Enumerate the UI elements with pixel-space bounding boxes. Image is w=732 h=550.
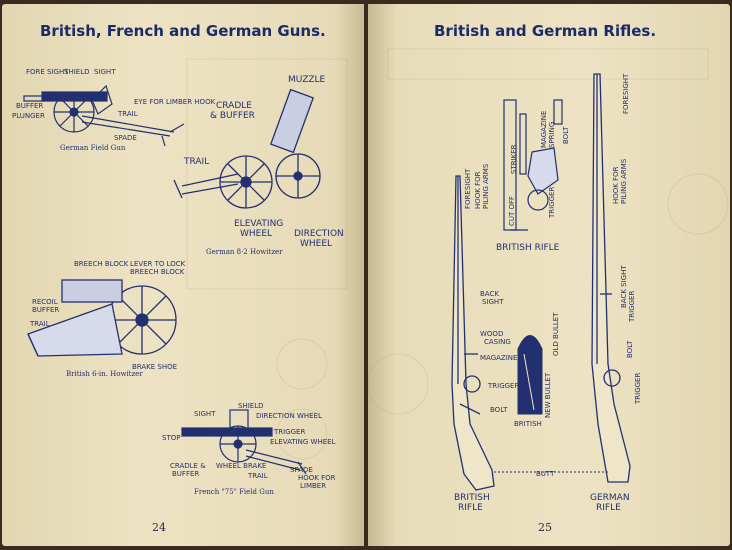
label-fore-sight: FORE SIGHT	[26, 68, 69, 76]
label-plunger: PLUNGER	[12, 112, 45, 120]
label-direction-wheel-75: DIRECTION WHEEL	[256, 412, 322, 420]
british-howitzer-drawing	[27, 279, 177, 357]
german-howitzer-drawing	[173, 88, 321, 209]
label-german-foresight: FORESIGHT	[622, 73, 630, 114]
left-page: British, French and German Guns.	[2, 4, 364, 546]
german-rifle-drawing	[591, 73, 631, 483]
right-page-number: 25	[538, 521, 552, 534]
caption-german-field-gun: German Field Gun	[60, 144, 126, 152]
label-hook-for: HOOK FOR	[298, 474, 336, 482]
label-trail-75: TRAIL	[247, 472, 268, 480]
french-75-labels: SIGHT SHIELD DIRECTION WHEEL STOP TRIGGE…	[162, 402, 336, 496]
label-and-buffer: & BUFFER	[210, 111, 255, 121]
label-direction: DIRECTION	[294, 229, 344, 239]
label-new-bullet: NEW BULLET	[544, 372, 552, 418]
caption-british-rifle-1: BRITISH	[454, 493, 490, 503]
label-trail-howitzer: TRAIL	[183, 157, 209, 167]
label-shield: SHIELD	[64, 68, 89, 76]
label-wheel-brake: WHEEL BRAKE	[216, 462, 266, 470]
label-german-trigger-upper: TRIGGER	[628, 291, 636, 323]
label-trail: TRAIL	[117, 110, 138, 118]
label-lever-breech-block: BREECH BLOCK	[130, 268, 185, 276]
label-british-sight: SIGHT	[482, 298, 504, 306]
label-elevating: ELEVATING	[234, 219, 283, 229]
label-breech-block: BREECH BLOCK	[74, 260, 129, 268]
label-buffer-75: BUFFER	[172, 470, 199, 478]
label-cradle-75: CRADLE &	[170, 462, 206, 470]
label-british-hook-for: HOOK FOR	[474, 171, 482, 209]
label-sight: SIGHT	[94, 68, 116, 76]
rifles-illustrations: FORESIGHT HOOK FOR PILING ARMS BACK SIGH…	[368, 48, 729, 513]
label-trail-british: TRAIL	[29, 320, 50, 328]
german-field-gun-labels: FORE SIGHT SHIELD SIGHT BUFFER PLUNGER T…	[12, 68, 216, 152]
label-detail-bolt: BOLT	[562, 126, 570, 144]
bolt-detail-labels: STRIKER BOLT MAGAZINE SPRING TRIGGER CUT…	[496, 111, 570, 253]
label-british-back: BACK	[480, 290, 499, 298]
label-british-bolt: BOLT	[490, 406, 508, 414]
label-spade: SPADE	[114, 134, 137, 142]
label-muzzle: MUZZLE	[288, 75, 326, 85]
label-direction-wheel: WHEEL	[300, 239, 332, 249]
label-cradle: CRADLE	[216, 101, 252, 111]
french-75-drawing	[181, 409, 307, 475]
label-elevating-wheel: WHEEL	[240, 229, 272, 239]
label-old-bullet: OLD BULLET	[552, 312, 560, 356]
caption-german-rifle-2: RIFLE	[596, 503, 621, 513]
label-casing: CASING	[484, 338, 511, 346]
left-page-number: 24	[152, 521, 166, 534]
label-sight-75: SIGHT	[194, 410, 216, 418]
label-detail-spring: SPRING	[548, 122, 556, 148]
label-detail-magazine: MAGAZINE	[540, 111, 548, 148]
german-howitzer-labels: MUZZLE CRADLE & BUFFER TRAIL ELEVATING W…	[183, 75, 344, 256]
label-bullets-british: BRITISH	[514, 420, 542, 428]
british-rifle-labels: FORESIGHT HOOK FOR PILING ARMS BACK SIGH…	[454, 163, 519, 513]
label-british-trigger: TRIGGER	[487, 382, 519, 390]
label-german-bolt: BOLT	[626, 340, 634, 358]
caption-german-rifle-1: GERMAN	[590, 493, 630, 503]
right-page: British and German Rifles. FORESIGHT HOO…	[368, 4, 730, 546]
label-german-piling-arms: PILING ARMS	[620, 158, 628, 204]
caption-detail: BRITISH RIFLE	[496, 243, 560, 253]
bolt-detail-drawing	[503, 99, 563, 231]
label-recoil-buffer: BUFFER	[32, 306, 59, 314]
label-elevating-wheel-75: ELEVATING WHEEL	[270, 438, 336, 446]
label-wood: WOOD	[480, 330, 503, 338]
label-buffer: BUFFER	[16, 102, 43, 110]
german-rifle-labels: FORESIGHT HOOK FOR PILING ARMS BACK SIGH…	[536, 73, 642, 513]
right-page-title: British and German Rifles.	[434, 22, 657, 40]
label-butt: BUTT	[536, 470, 555, 478]
bullets-drawing	[517, 335, 543, 415]
left-page-title: British, French and German Guns.	[40, 22, 326, 40]
label-eye-for-limber-hook: EYE FOR LIMBER HOOK	[134, 98, 216, 106]
label-german-back-sight: BACK SIGHT	[620, 265, 628, 308]
label-british-foresight: FORESIGHT	[464, 168, 472, 209]
label-german-hook-for: HOOK FOR	[612, 166, 620, 204]
british-rifle-drawing	[451, 175, 495, 491]
label-british-piling-arms: PILING ARMS	[482, 163, 490, 209]
label-shield-75: SHIELD	[238, 402, 263, 410]
label-spade-75: SPADE	[290, 466, 313, 474]
label-striker: STRIKER	[510, 144, 518, 174]
caption-british-howitzer: British 6-in. Howitzer	[66, 370, 143, 378]
caption-french-75: French "75" Field Gun	[194, 488, 274, 496]
label-limber: LIMBER	[300, 482, 326, 490]
german-field-gun-drawing	[23, 84, 185, 147]
label-magazine: MAGAZINE	[480, 354, 517, 362]
guns-illustrations: FORE SIGHT SHIELD SIGHT BUFFER PLUNGER T…	[12, 58, 348, 496]
label-recoil: RECOIL	[32, 298, 58, 306]
caption-german-howitzer: German 8·2 Howitzer	[206, 248, 283, 256]
label-lever-to-lock: LEVER TO LOCK	[130, 260, 186, 268]
label-stop: STOP	[162, 434, 180, 442]
label-detail-trigger: TRIGGER	[548, 187, 556, 219]
british-howitzer-labels: BREECH BLOCK LEVER TO LOCK BREECH BLOCK …	[29, 260, 186, 378]
bullets-labels: OLD BULLET NEW BULLET BRITISH	[514, 312, 560, 428]
caption-british-rifle-2: RIFLE	[458, 503, 483, 513]
label-german-trigger: TRIGGER	[634, 373, 642, 405]
label-brake-shoe: BRAKE SHOE	[132, 363, 177, 371]
label-cut-off: CUT OFF	[508, 196, 516, 226]
label-trigger-75: TRIGGER	[273, 428, 305, 436]
